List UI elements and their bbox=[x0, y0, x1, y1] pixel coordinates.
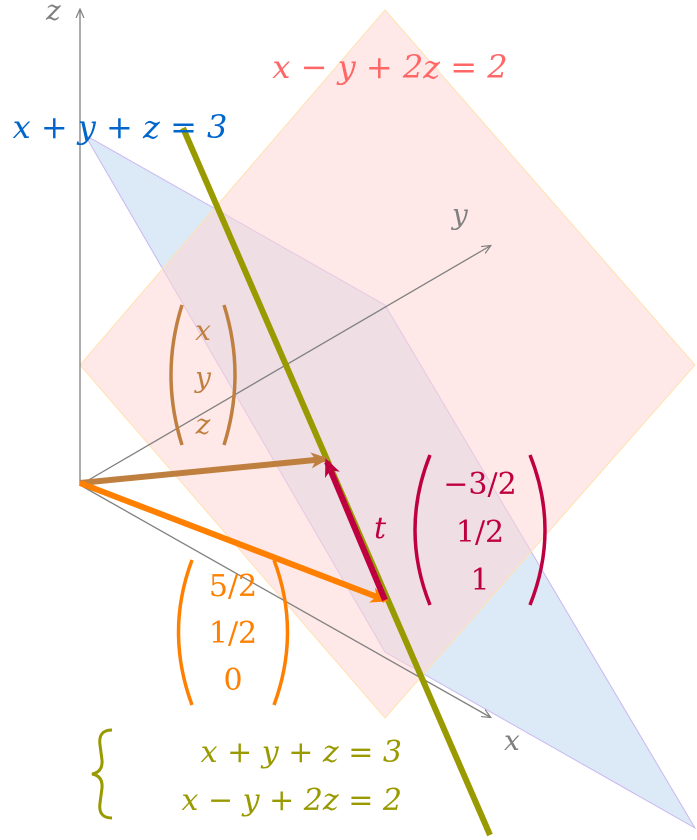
point-vector-arrow bbox=[78, 480, 389, 603]
svg-text:x: x bbox=[195, 314, 211, 347]
parameter-t: t bbox=[374, 511, 387, 546]
point-vector-matrix: 5/2 1/2 0 bbox=[176, 559, 290, 706]
y-axis-label: y bbox=[450, 198, 469, 231]
svg-text:1: 1 bbox=[470, 563, 489, 598]
plane1-label: x + y + z = 3 bbox=[13, 108, 228, 146]
svg-text:1/2: 1/2 bbox=[456, 515, 504, 550]
plane2-label: x − y + 2z = 2 bbox=[272, 48, 507, 86]
equation-system: x + y + z = 3 x − y + 2z = 2 bbox=[91, 728, 402, 820]
direction-vector-matrix: t −3/2 1/2 1 bbox=[374, 454, 547, 606]
position-vector-arrow bbox=[79, 452, 329, 486]
svg-text:−3/2: −3/2 bbox=[443, 467, 516, 502]
z-axis-label: z bbox=[45, 0, 61, 27]
svg-text:5/2: 5/2 bbox=[209, 569, 257, 604]
svg-text:z: z bbox=[195, 408, 211, 441]
svg-text:0: 0 bbox=[223, 663, 242, 698]
system-eq1: x + y + z = 3 bbox=[201, 735, 402, 770]
svg-text:y: y bbox=[193, 361, 212, 394]
svg-text:1/2: 1/2 bbox=[209, 616, 257, 651]
position-vector-matrix: x y z bbox=[169, 304, 237, 446]
x-axis-label: x bbox=[504, 724, 520, 757]
system-eq2: x − y + 2z = 2 bbox=[182, 783, 402, 818]
direction-vector-arrow bbox=[324, 458, 388, 602]
